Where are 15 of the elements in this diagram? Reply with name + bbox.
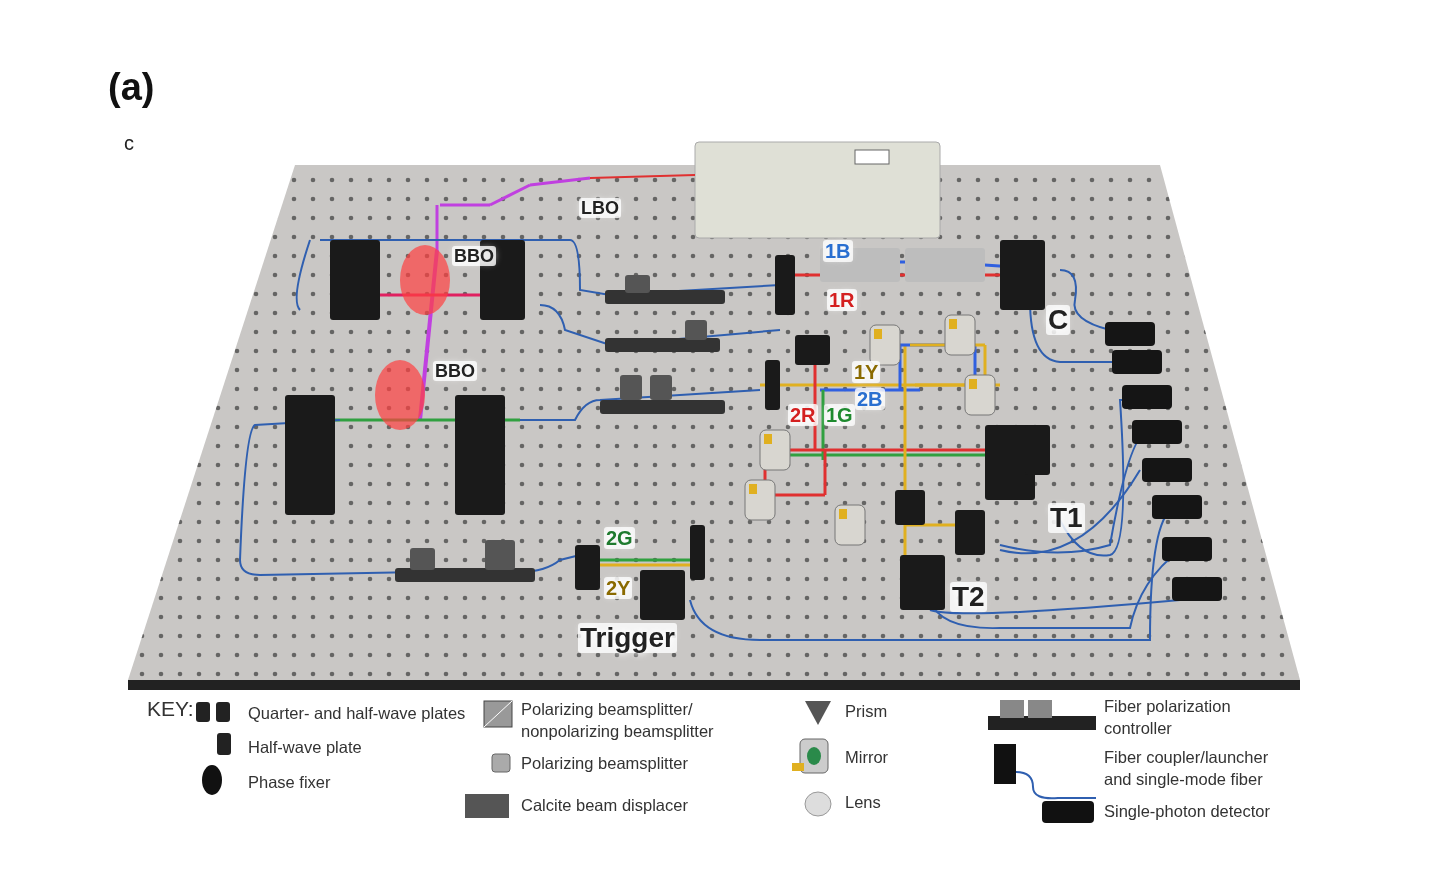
key-heading: KEY: — [147, 698, 194, 719]
panel-label: (a) — [108, 68, 155, 106]
panel-letter: c — [124, 133, 134, 153]
legend-text: Prism — [845, 701, 889, 722]
legend-text: Half-wave plate — [248, 737, 363, 758]
legend-text: Single-photon detector — [1104, 801, 1272, 822]
legend-text: Mirror — [845, 747, 890, 768]
legend-text: Phase fixer — [248, 772, 332, 793]
legend-text: Calcite beam displacer — [521, 795, 689, 816]
legend-text: Fiber polarization controller — [1104, 696, 1232, 739]
legend-text: Polarizing beamsplitter — [521, 753, 689, 774]
legend-text: Quarter- and half-wave plates — [248, 703, 467, 724]
legend-text: Polarizing beamsplitter/ nonpolarizing beamsplitter — [521, 699, 715, 742]
legend-text: Fiber coupler/launcher and single-mode fiber — [1104, 747, 1270, 790]
legend-text: Lens — [845, 792, 882, 813]
